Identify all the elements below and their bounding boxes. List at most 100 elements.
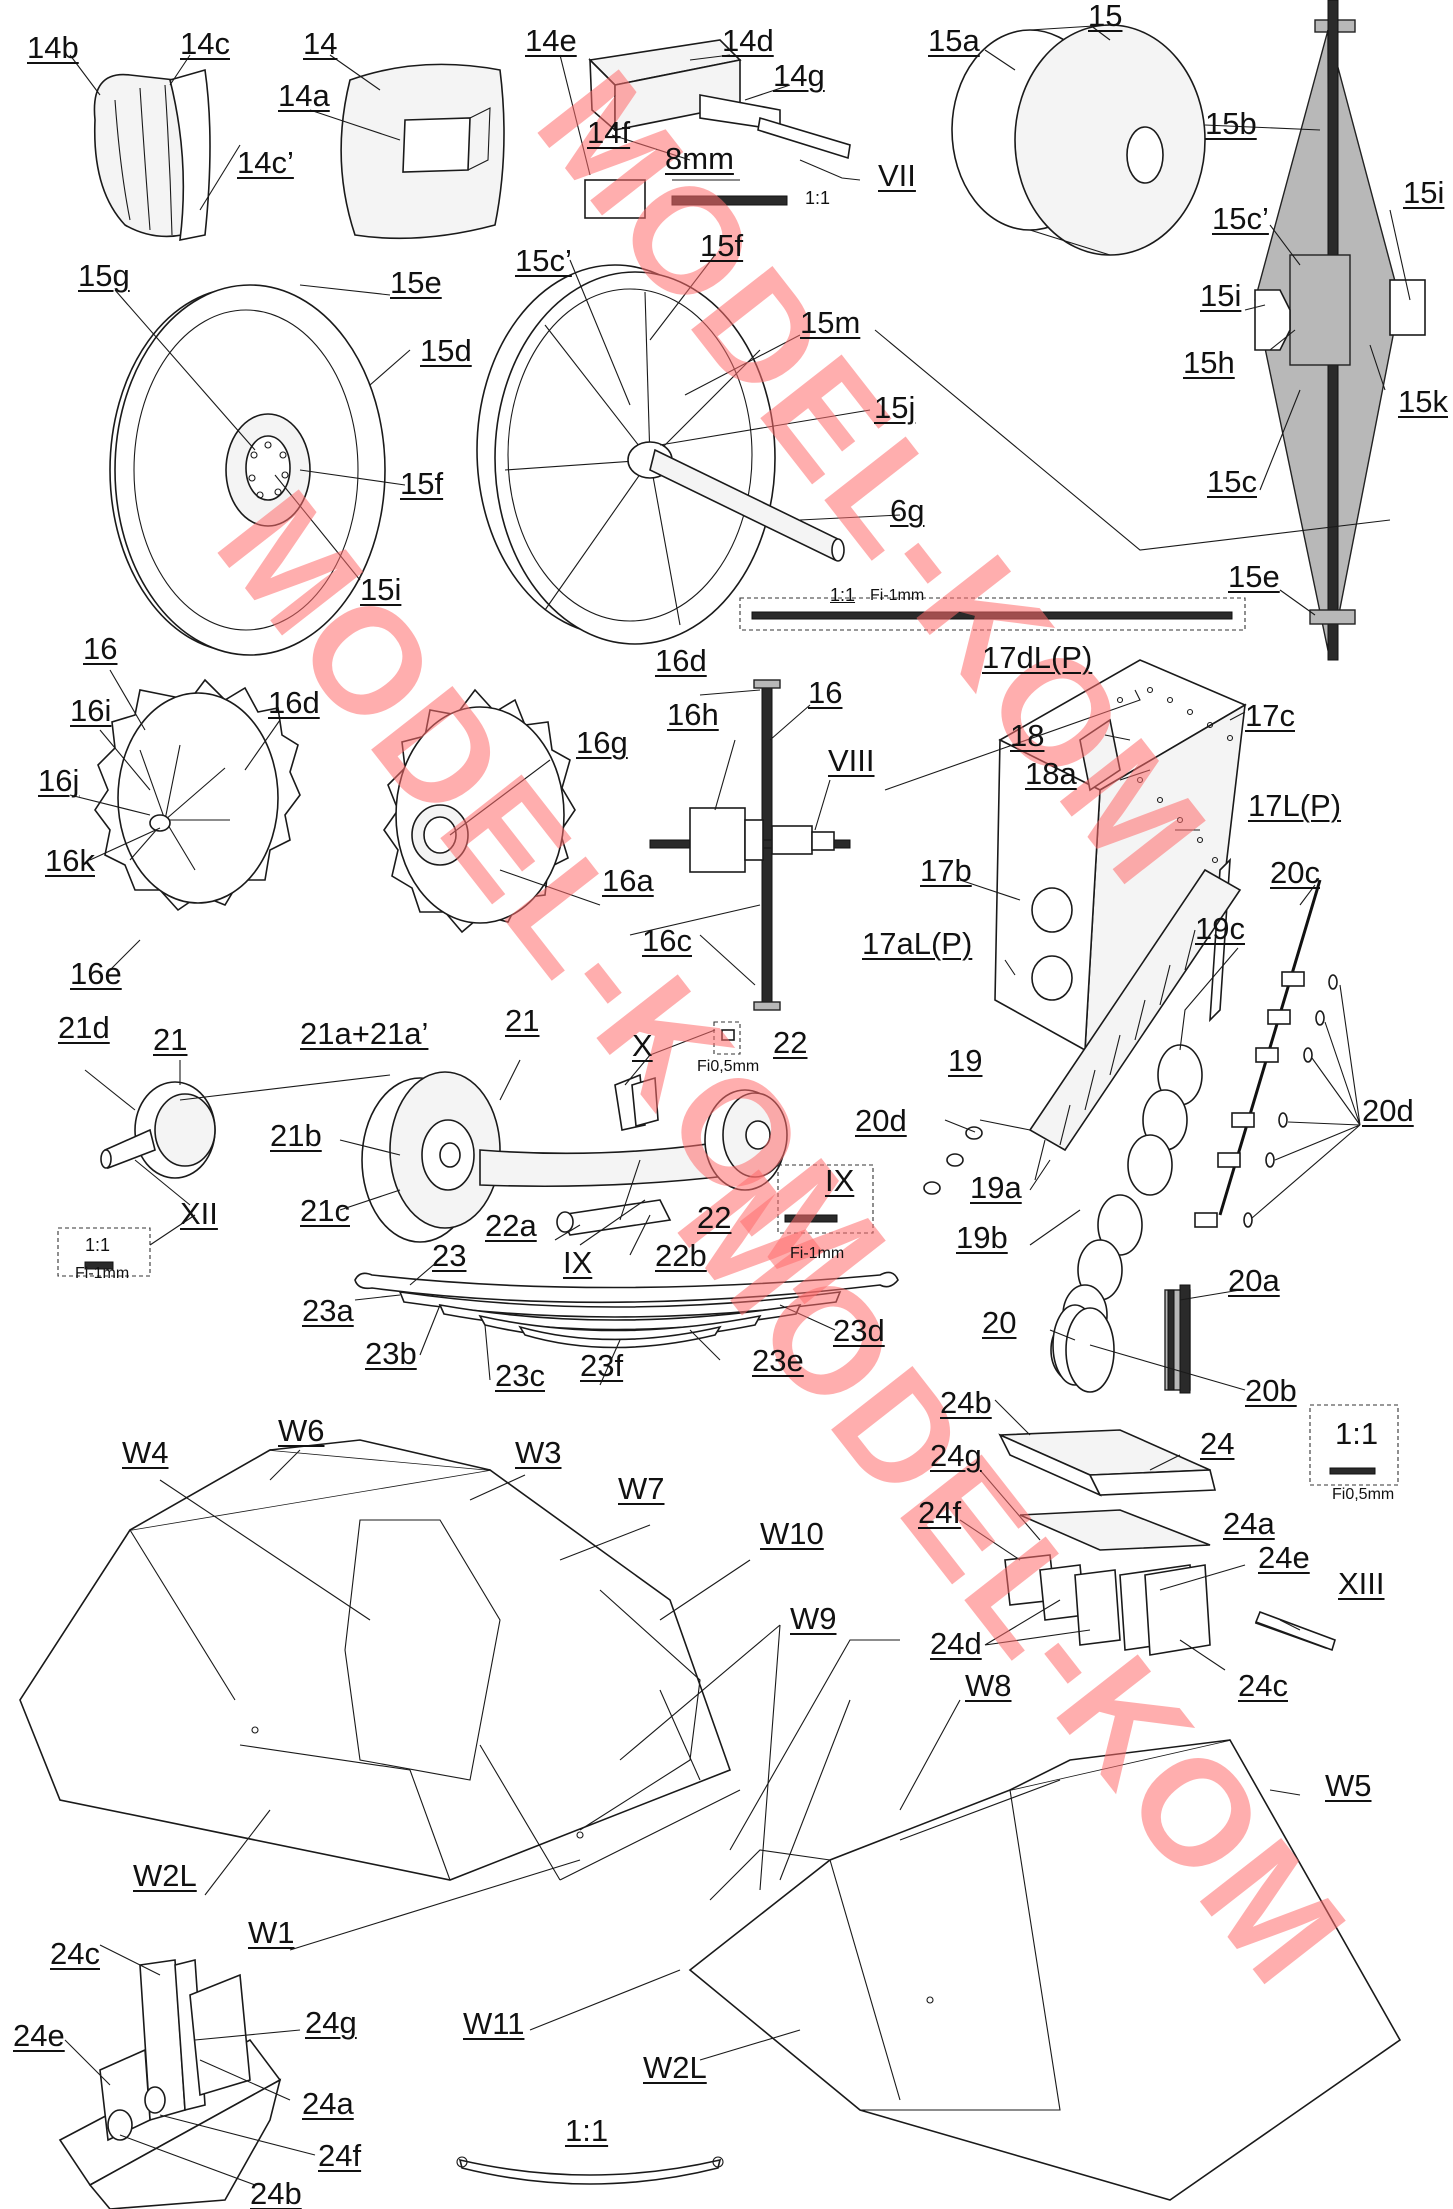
frame-17 (994, 659, 1247, 1053)
label-21-right: 21 (505, 1003, 540, 1038)
label-17b: 17b (920, 853, 972, 888)
label-14g: 14g (773, 58, 825, 93)
label-23: 23 (432, 1238, 467, 1273)
parts-24d-24e (1004, 1554, 1332, 1656)
label-20: 20 (982, 1305, 1017, 1340)
label-16d-side: 16d (655, 643, 707, 678)
label-17aL: 17aL(P) (862, 926, 973, 961)
label-21b: 21b (270, 1118, 322, 1153)
bogie-19 (1028, 868, 1242, 1181)
hull-right (688, 1639, 1402, 2201)
sprocket-16-side (649, 679, 851, 1011)
hull-left (19, 1439, 741, 1881)
label-23d: 23d (833, 1313, 885, 1348)
label-19b: 19b (956, 1220, 1008, 1255)
label-8mm: 8mm (665, 141, 734, 176)
label-15i-left: 15i (1200, 278, 1242, 313)
label-W1: W1 (248, 1915, 295, 1950)
label-15e: 15e (390, 265, 442, 300)
label-XII: XII (180, 1196, 218, 1231)
scale-1-1-a: 1:1 (805, 188, 831, 208)
label-16j: 16j (38, 763, 80, 798)
label-24: 24 (1200, 1426, 1235, 1461)
label-16g: 16g (576, 725, 628, 760)
parts-20d (923, 971, 1338, 1228)
label-15c: 15c (1207, 464, 1257, 499)
sprocket-16-front (94, 678, 301, 912)
scale-1-1-b: 1:1 (830, 585, 856, 605)
label-W5: W5 (1325, 1768, 1372, 1803)
label-24e: 24e (1258, 1540, 1310, 1575)
label-17c: 17c (1245, 698, 1295, 733)
leader-lines (64, 24, 1411, 2186)
part-15-15a-disc (951, 24, 1206, 256)
fi-1mm-c: Fi-1mm (75, 1265, 130, 1282)
label-18a: 18a (1025, 756, 1077, 791)
label-16k: 16k (45, 843, 95, 878)
label-15d: 15d (420, 333, 472, 368)
label-24a: 24a (1223, 1506, 1275, 1541)
label-W7: W7 (618, 1471, 665, 1506)
scale-1-1-e: 1:1 (565, 2113, 609, 2148)
label-20b: 20b (1245, 1373, 1297, 1408)
part-15-side-view (1254, 0, 1426, 661)
label-15g: 15g (78, 258, 130, 293)
label-24g-bottom: 24g (305, 2005, 357, 2040)
label-IX-box: IX (825, 1163, 855, 1198)
fi-1mm-a: Fi-1mm (870, 587, 925, 604)
label-W10: W10 (760, 1516, 824, 1551)
leaf-spring-23 (354, 1271, 899, 1349)
label-16i: 16i (70, 693, 112, 728)
label-23f: 23f (580, 1348, 624, 1383)
label-14c-prime: 14c’ (237, 145, 294, 180)
fi-0-5mm-a: Fi0,5mm (697, 1058, 760, 1075)
label-W4: W4 (122, 1435, 169, 1470)
label-W6: W6 (278, 1413, 325, 1448)
label-15c-prime: 15c’ (515, 243, 572, 278)
scale-1-1-c: 1:1 (85, 1235, 111, 1255)
label-15: 15 (1088, 0, 1123, 33)
label-15a: 15a (928, 23, 980, 58)
label-24a-bottom: 24a (302, 2086, 354, 2121)
box-IX (777, 1164, 874, 1234)
label-W11: W11 (463, 2006, 525, 2041)
label-23c: 23c (495, 1358, 545, 1393)
label-14b: 14b (27, 30, 79, 65)
label-16c: 16c (642, 923, 692, 958)
sprocket-16-rear (383, 688, 576, 934)
assembly-24 (58, 1958, 282, 2209)
label-16d: 16d (268, 685, 320, 720)
label-15b: 15b (1205, 106, 1257, 141)
fi-0-5mm-b: Fi0,5mm (1332, 1486, 1395, 1503)
label-15f-top: 15f (700, 228, 744, 263)
label-22a: 22a (485, 1208, 537, 1243)
label-15k: 15k (1398, 384, 1448, 419)
label-24d: 24d (930, 1626, 982, 1661)
label-20a: 20a (1228, 1263, 1280, 1298)
label-XIII: XIII (1338, 1566, 1385, 1601)
label-20d-left: 20d (855, 1103, 907, 1138)
label-18: 18 (1010, 718, 1045, 753)
label-23a: 23a (302, 1293, 354, 1328)
label-19c: 19c (1195, 911, 1245, 946)
label-14d: 14d (722, 23, 774, 58)
label-20c: 20c (1270, 855, 1320, 890)
leaf-spring-small (456, 2156, 724, 2185)
label-6g: 6g (890, 493, 925, 528)
label-24b: 24b (940, 1385, 992, 1420)
label-14: 14 (303, 26, 338, 61)
part-14b-14c (93, 68, 211, 242)
label-21: 21 (153, 1022, 188, 1057)
idler-21-small (100, 1081, 216, 1179)
label-24g: 24g (930, 1438, 982, 1473)
label-W8: W8 (965, 1668, 1012, 1703)
label-W3: W3 (515, 1435, 562, 1470)
label-17L: 17L(P) (1248, 788, 1342, 823)
box-XII (57, 1227, 151, 1277)
label-22-lower: 22 (697, 1200, 732, 1235)
label-15i-wheel: 15i (360, 572, 402, 607)
label-23b: 23b (365, 1336, 417, 1371)
label-21a-21a-prime: 21a+21a’ (300, 1016, 429, 1051)
